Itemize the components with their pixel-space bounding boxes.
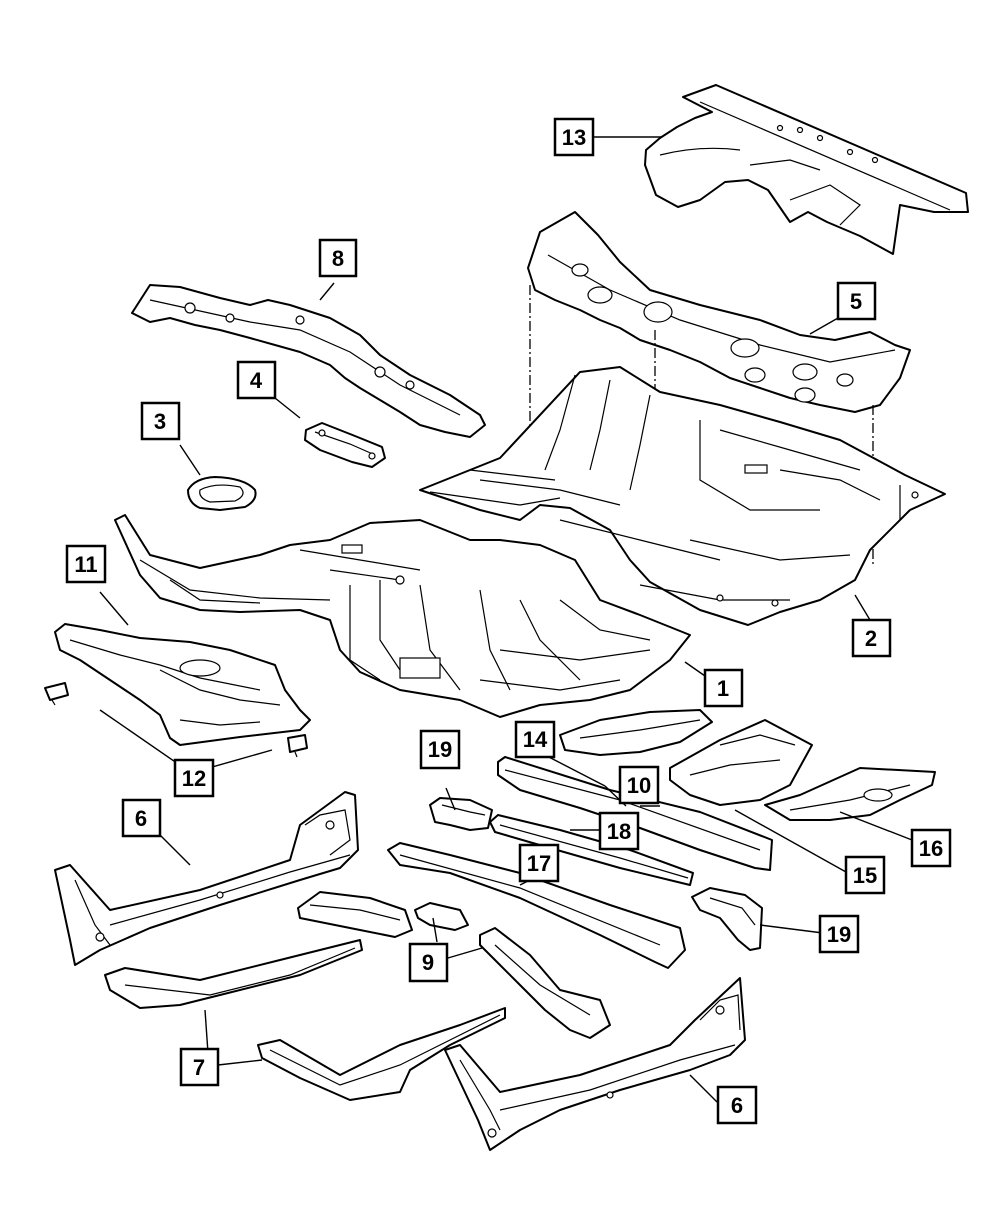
part-7-rail-upper — [104, 939, 363, 1009]
callout-6-lower-text: 6 — [731, 1093, 743, 1118]
callout-17: 17 — [518, 843, 560, 883]
callout-15: 15 — [844, 855, 886, 895]
callout-6-lower: 6 — [716, 1085, 758, 1125]
callout-5-text: 5 — [850, 289, 862, 314]
callout-19-upper-text: 19 — [428, 737, 452, 762]
callout-13: 13 — [553, 117, 595, 157]
callout-10: 10 — [618, 765, 660, 805]
part-15-floor-section — [669, 719, 813, 806]
callout-5: 5 — [836, 281, 877, 321]
part-12-fasteners — [44, 682, 308, 758]
callout-15-text: 15 — [853, 863, 877, 888]
callout-8: 8 — [318, 238, 358, 278]
callout-3: 3 — [140, 401, 181, 441]
part-6-sill-upper — [54, 791, 359, 966]
callout-11: 11 — [65, 544, 107, 584]
callout-6-upper-text: 6 — [135, 806, 147, 831]
part-13-rear-panel — [644, 84, 969, 255]
part-19-bracket-upper — [429, 797, 493, 831]
part-6-sill-lower — [444, 977, 746, 1151]
part-8-crossmember — [131, 284, 486, 438]
part-4-access-plate — [304, 422, 386, 468]
part-16-floor-section — [764, 767, 936, 821]
part-9-brackets — [297, 891, 611, 1039]
callout-14-text: 14 — [523, 727, 548, 752]
callout-18-text: 18 — [607, 819, 631, 844]
callout-14: 14 — [514, 720, 556, 759]
callout-7-text: 7 — [193, 1055, 205, 1080]
callout-19-lower-text: 19 — [827, 922, 851, 947]
part-19-bracket-lower — [691, 887, 763, 951]
callout-9-text: 9 — [422, 950, 434, 975]
leader-lines — [99, 136, 913, 1103]
part-18-rail — [489, 814, 694, 886]
callout-12-text: 12 — [182, 766, 206, 791]
callout-4-text: 4 — [250, 368, 263, 393]
callout-8-text: 8 — [332, 246, 344, 271]
callout-7: 7 — [179, 1047, 220, 1087]
callout-16: 16 — [910, 828, 952, 868]
callout-2: 2 — [851, 618, 892, 658]
callout-3-text: 3 — [154, 409, 166, 434]
callout-13-text: 13 — [562, 125, 586, 150]
callout-19-lower: 19 — [818, 914, 860, 954]
callout-11-text: 11 — [74, 552, 97, 577]
part-17-rail — [387, 842, 686, 969]
callout-12: 12 — [173, 758, 215, 798]
part-7-rail-lower — [257, 1007, 506, 1101]
part-11-side-panel — [54, 623, 311, 746]
callout-9: 9 — [408, 942, 449, 983]
callout-6-upper: 6 — [121, 798, 162, 838]
callout-1-text: 1 — [717, 676, 729, 701]
callout-10-text: 10 — [627, 773, 651, 798]
part-3-cover-plate — [187, 476, 257, 511]
callout-18: 18 — [598, 811, 640, 851]
part-1-front-floor-pan — [114, 514, 691, 718]
callout-16-text: 16 — [919, 836, 943, 861]
part-5-rear-crossmember — [527, 211, 911, 413]
part-2-rear-floor-pan — [419, 366, 946, 626]
callout-1: 1 — [703, 668, 744, 708]
callout-2-text: 2 — [865, 626, 877, 651]
callout-4: 4 — [236, 360, 277, 400]
callout-17-text: 17 — [527, 851, 551, 876]
callout-19-upper: 19 — [419, 729, 461, 770]
part-14-floor-section — [559, 709, 713, 756]
